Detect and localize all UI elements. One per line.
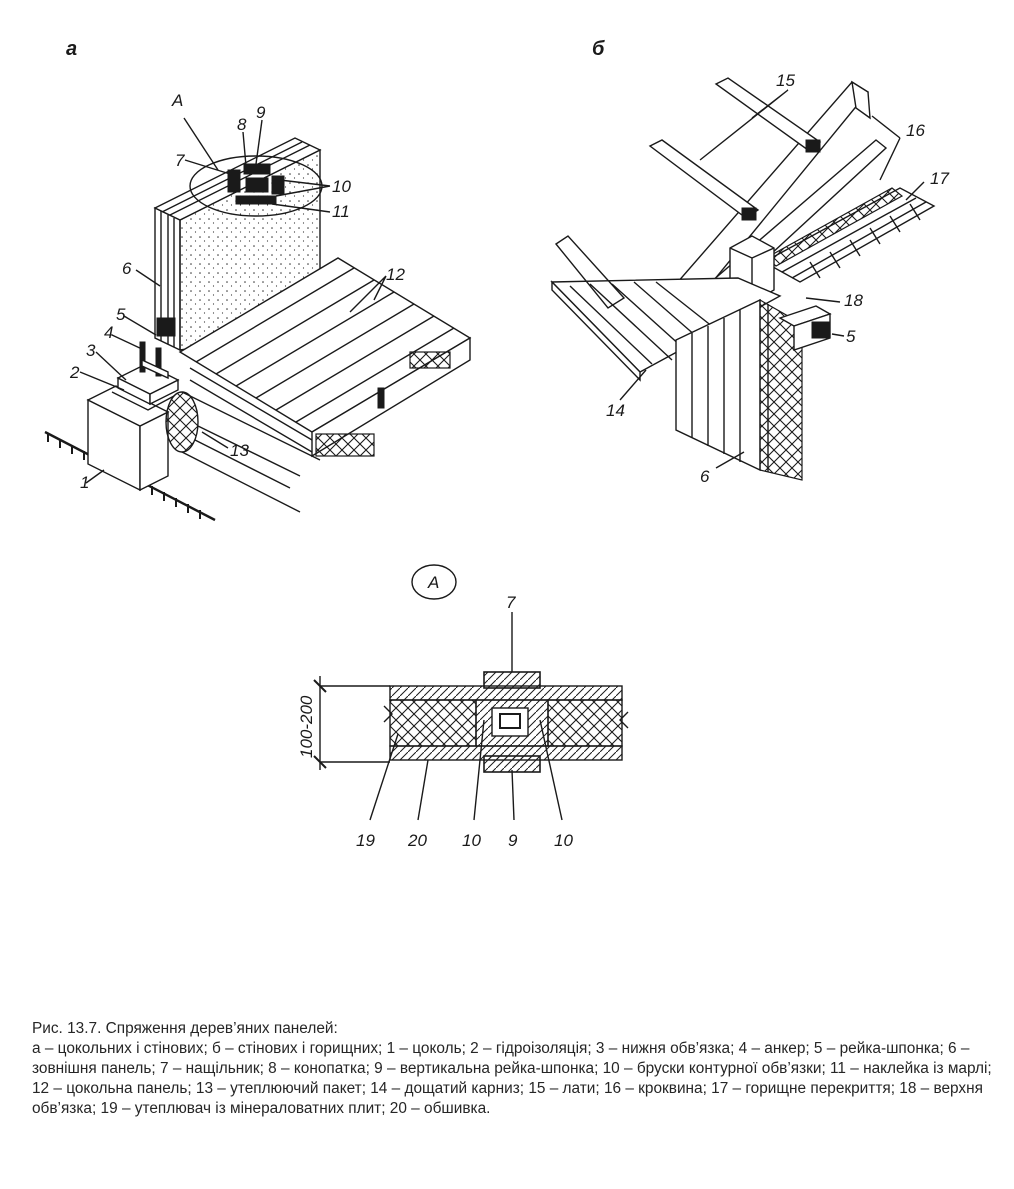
lower-strapping [111,363,180,411]
callout-number: 11 [332,202,350,221]
callout-number: 3 [86,341,96,360]
callout-number: 9 [508,831,518,850]
callout-number: 2 [69,363,80,382]
callout-number: 7 [175,151,185,170]
callout-number: 13 [230,441,249,460]
leaders-a [79,119,387,484]
callout-number: 19 [356,831,375,850]
callout-number: 12 [386,265,405,284]
callout-number: 17 [930,169,949,188]
callout-number: 4 [104,323,113,342]
dimension-line: 100-200 [297,676,390,770]
leaders-detail [369,612,563,821]
technical-drawing: а [44,38,949,850]
insulation-package [165,391,321,513]
spline-b [778,305,832,351]
dimension-label: 100-200 [297,695,316,758]
anchor-and-spline [139,341,169,380]
detail-section: A 100-200 [297,564,629,850]
plinth [86,385,170,492]
callout-number: 9 [256,103,266,122]
callout-number: 15 [776,71,795,90]
caption-body: а – цокольних і стінових; б – стінових і… [32,1040,992,1117]
callout-number: 18 [844,291,863,310]
callout-number: 7 [506,593,516,612]
detail-marker-label: А [171,91,183,110]
labels-detail: 7 19 20 10 9 10 [356,593,573,850]
floor-panel [178,257,472,458]
callout-number: 1 [80,473,89,492]
callout-number: 10 [462,831,481,850]
callout-number: 8 [237,115,247,134]
callout-marker: A [427,573,439,592]
wall-panel-b [675,298,803,481]
drawing-a: а [44,38,472,522]
callout-number: 20 [407,831,427,850]
figure-caption: Рис. 13.7. Спряження дерев’яних панелей:… [32,1019,1007,1119]
part-a-label: а [66,38,77,60]
eave [550,235,782,382]
attic-floor [762,187,936,283]
callout-number: 6 [700,467,710,486]
panel-section [383,671,629,773]
callout-number: 14 [606,401,625,420]
leaders-b [619,89,925,469]
callout-number: 5 [116,305,126,324]
callout-number: 16 [906,121,925,140]
callout-number: 6 [122,259,132,278]
laths [648,77,822,221]
caption-title: Рис. 13.7. Спряження дерев’яних панелей: [32,1020,338,1037]
part-b-label: б [592,38,605,60]
callout-number: 10 [332,177,351,196]
detail-a-marker: А [171,91,323,217]
labels-b: 15 16 17 18 5 14 6 [606,71,949,486]
callout-number: 10 [554,831,573,850]
labels-a: 1 2 3 4 5 6 7 8 9 10 11 12 13 [69,103,405,492]
callout-number: 5 [846,327,856,346]
drawing-b: б [550,38,949,486]
